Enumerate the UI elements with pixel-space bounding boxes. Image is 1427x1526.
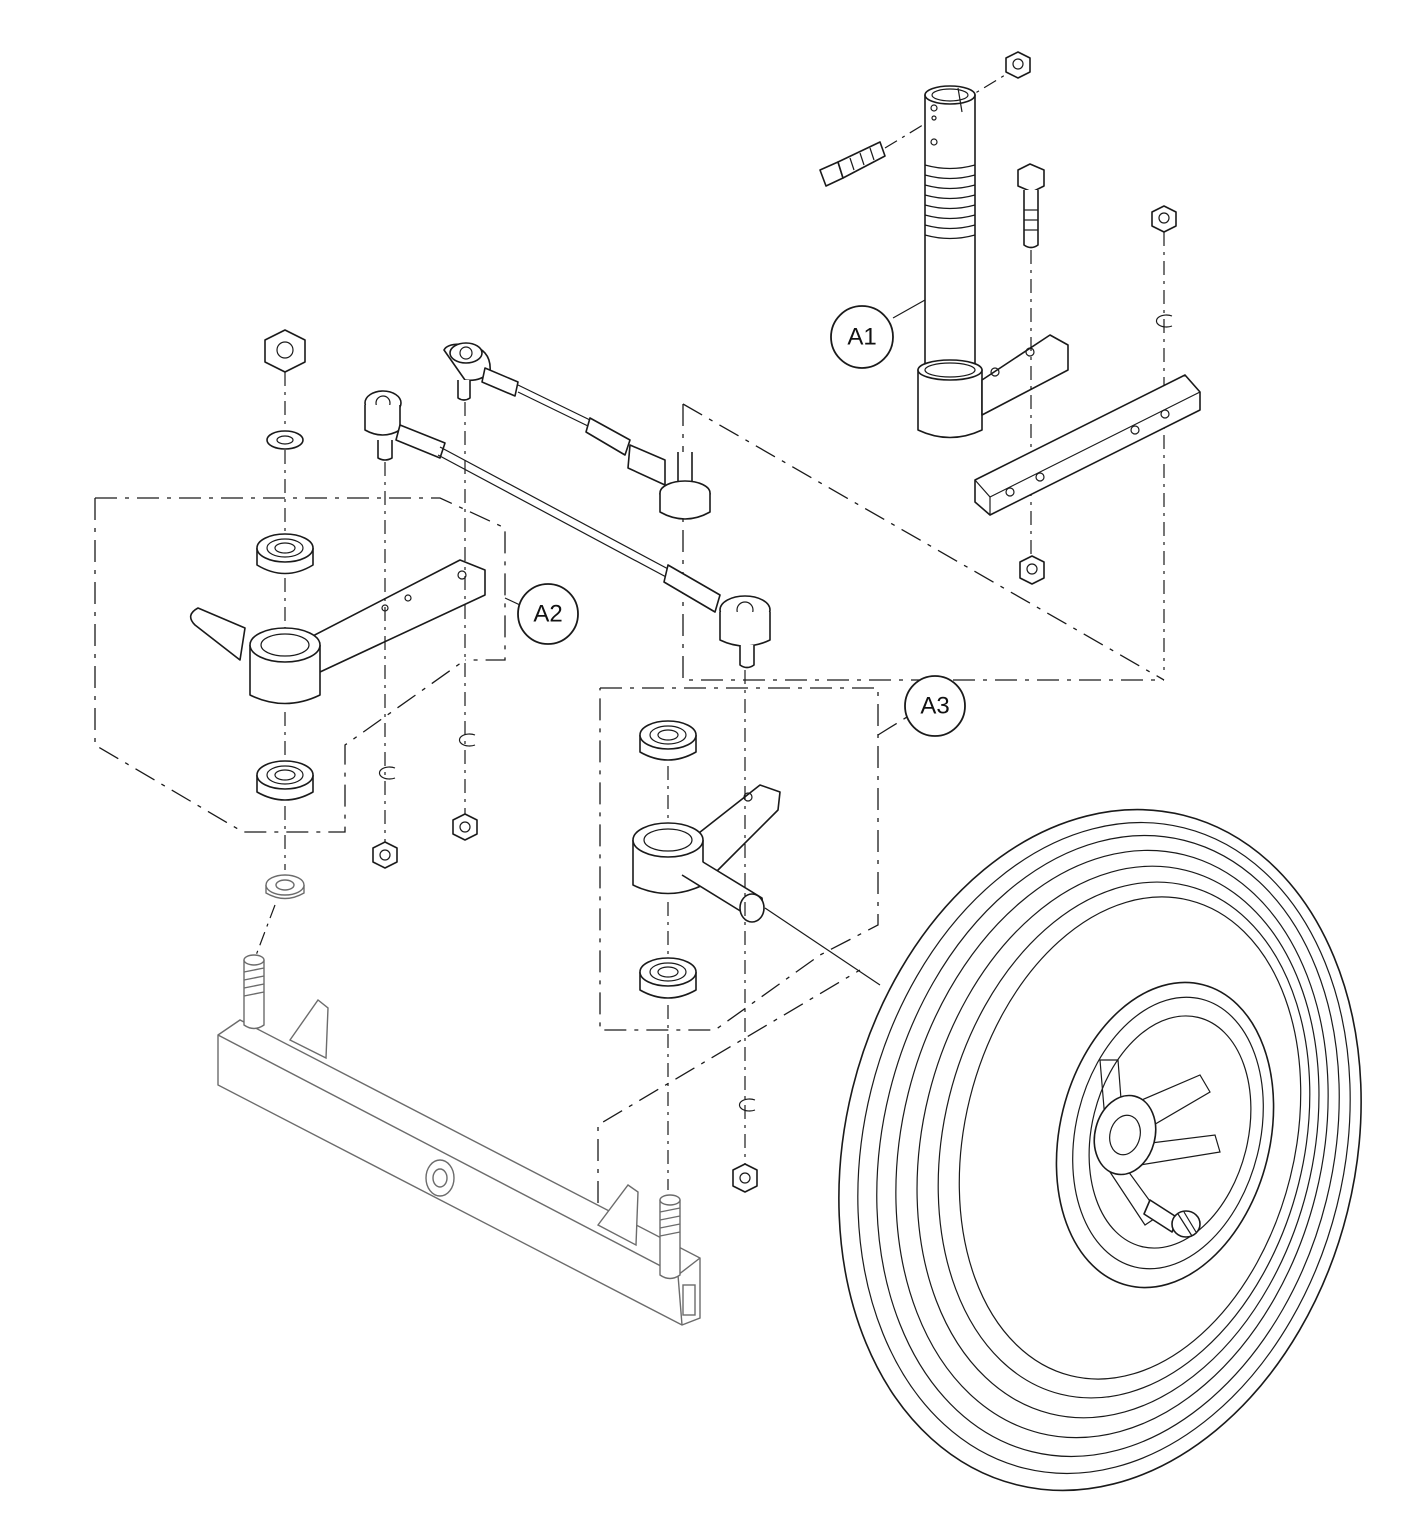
column-mount-plate [981, 334, 1069, 416]
column-bolt [819, 141, 886, 187]
callout-a2-label: A2 [533, 600, 562, 627]
right-split-washer [738, 1098, 756, 1112]
rod-split-washer-1 [378, 766, 396, 780]
callout-a1: A1 [830, 305, 894, 369]
bracket-bottom-nut [1019, 555, 1045, 585]
left-steering-knuckle [189, 559, 486, 705]
knuckle-top-washer [266, 430, 304, 450]
u-channel-bracket [974, 374, 1201, 516]
knuckle-top-nut [264, 329, 306, 373]
callout-a3-label: A3 [920, 692, 949, 719]
right-knuckle-top-bearing [639, 720, 697, 761]
callout-a1-label: A1 [847, 323, 876, 350]
rod-nut-2 [452, 813, 478, 841]
tie-rod-front [364, 390, 771, 669]
knuckle-top-bearing [256, 533, 314, 575]
left-knuckle-assembly [94, 329, 506, 959]
front-wheel [838, 808, 1362, 1492]
tie-rod-end-stud [659, 452, 711, 520]
bracket-split-washer [1155, 314, 1173, 328]
plate-bolt [1017, 163, 1045, 249]
rod-nut-1 [372, 841, 398, 869]
column-top-nut [1005, 51, 1031, 79]
tie-rod-assembly [364, 342, 771, 669]
callout-a3: A3 [904, 675, 966, 737]
right-knuckle-assembly [599, 670, 916, 1193]
right-steering-knuckle [632, 784, 781, 923]
callout-a2: A2 [504, 583, 579, 645]
front-axle-beam [217, 954, 861, 1326]
right-stud-nut [732, 1163, 758, 1193]
tie-rod-rear [443, 342, 666, 486]
right-knuckle-bottom-bearing [639, 957, 697, 999]
steering-column-tube [917, 85, 983, 439]
knuckle-bottom-bearing [256, 760, 314, 801]
steering-column-assembly [682, 51, 1201, 681]
bracket-top-nut [1151, 205, 1177, 233]
rod-split-washer-2 [458, 733, 476, 747]
knuckle-bottom-washer [265, 874, 305, 900]
